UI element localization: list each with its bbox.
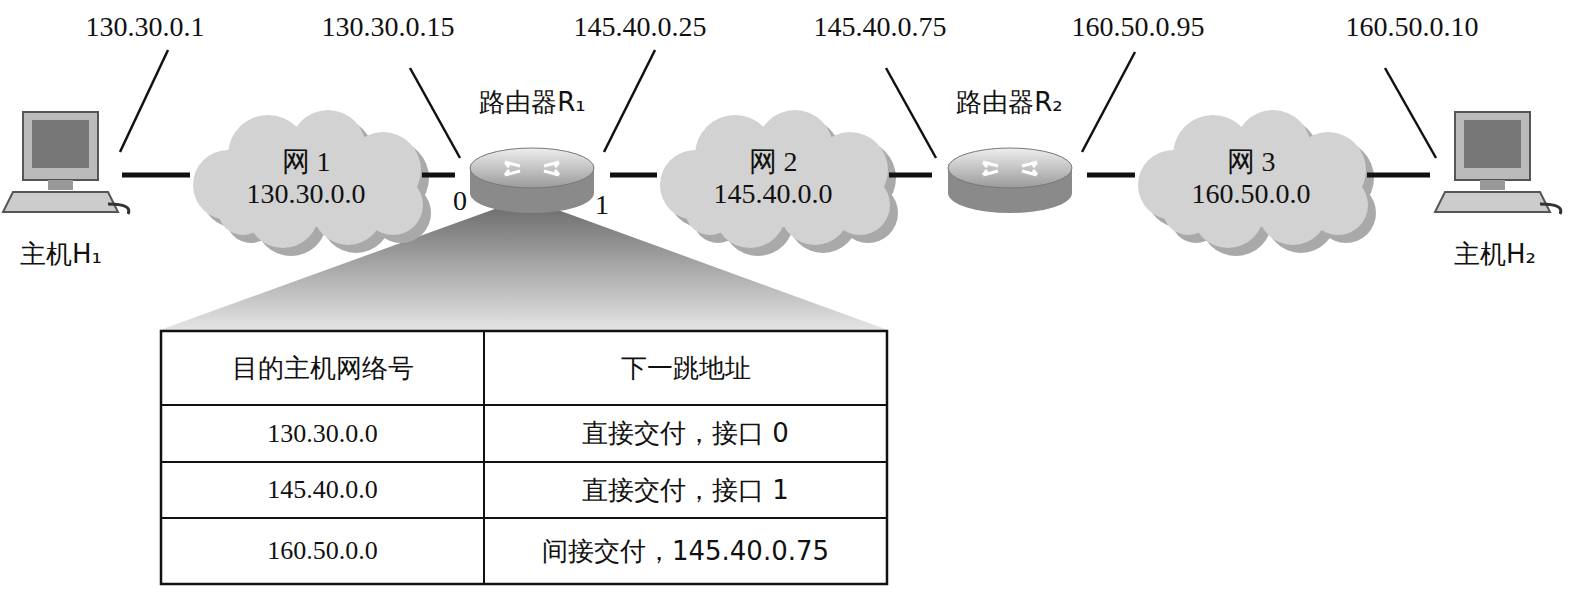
network-number: 160.50.0.0	[1192, 178, 1311, 210]
table-cell: 直接交付，接口 0	[484, 405, 887, 462]
interface-number: 1	[595, 190, 609, 221]
cell-text: 130.30.0.0	[267, 419, 378, 449]
ip-address: 130.30.0.15	[322, 12, 455, 43]
network-cloud: 网 3160.50.0.0	[1135, 112, 1367, 244]
device-name: 路由器R₂	[956, 88, 1063, 118]
table-cell: 目的主机网络号	[161, 331, 484, 405]
network-cloud: 网 1130.30.0.0	[190, 112, 422, 244]
link-line	[422, 173, 455, 178]
ip-address: 130.30.0.1	[86, 12, 205, 43]
table-cell: 下一跳地址	[484, 331, 887, 405]
table-cell: 160.50.0.0	[161, 518, 484, 584]
device-name: 路由器R₁	[479, 88, 586, 118]
link-line	[610, 173, 657, 178]
network-cloud: 网 2145.40.0.0	[657, 112, 889, 244]
link-line	[889, 173, 932, 178]
link-line	[122, 173, 190, 178]
ip-address: 145.40.0.75	[814, 12, 947, 43]
ip-address: 160.50.0.10	[1346, 12, 1479, 43]
cell-text: 145.40.0.0	[267, 475, 378, 505]
cell-text: 直接交付，接口 0	[582, 416, 789, 451]
host: 主机H₂	[1430, 100, 1560, 270]
cell-text: 直接交付，接口 1	[582, 473, 789, 508]
network-number: 130.30.0.0	[247, 178, 366, 210]
network-name: 网 1	[282, 146, 331, 178]
device-name: 主机H₁	[20, 240, 102, 270]
ip-address: 145.40.0.25	[574, 12, 707, 43]
network-name: 网 3	[1227, 146, 1276, 178]
interface-number: 0	[453, 186, 467, 217]
table-cell: 130.30.0.0	[161, 405, 484, 462]
cell-text: 下一跳地址	[621, 351, 751, 386]
table-cell: 直接交付，接口 1	[484, 462, 887, 518]
device-name: 主机H₂	[1454, 240, 1536, 270]
cell-text: 间接交付，145.40.0.75	[542, 534, 829, 569]
table-cell: 145.40.0.0	[161, 462, 484, 518]
cell-text: 160.50.0.0	[267, 536, 378, 566]
link-line	[1367, 173, 1430, 178]
ip-address: 160.50.0.95	[1072, 12, 1205, 43]
table-cell: 间接交付，145.40.0.75	[484, 518, 887, 584]
router: 路由器R₁	[455, 88, 610, 200]
router: 路由器R₂	[932, 88, 1087, 200]
link-line	[1087, 173, 1135, 178]
cell-text: 目的主机网络号	[232, 351, 414, 386]
network-name: 网 2	[749, 146, 798, 178]
host: 主机H₁	[0, 100, 122, 270]
network-number: 145.40.0.0	[714, 178, 833, 210]
